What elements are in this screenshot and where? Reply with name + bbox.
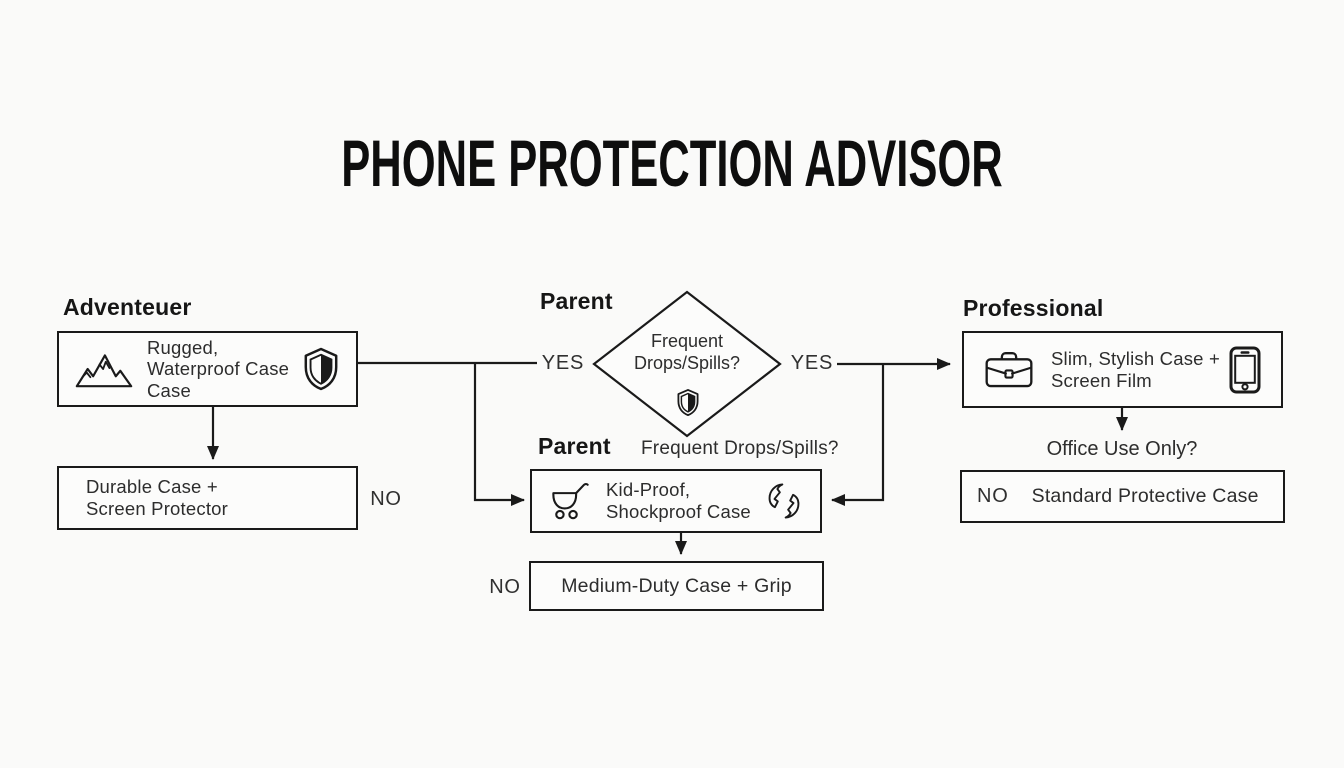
parent-case-box: Kid-Proof, Shockproof Case [530, 469, 822, 533]
professional-question: Office Use Only? [1046, 438, 1198, 460]
briefcase-icon [984, 350, 1034, 390]
yes-left-label: YES [541, 352, 585, 374]
connector-no-right-to-kidproof [831, 364, 885, 506]
connector-no-left-to-kidproof [473, 363, 525, 506]
parent-result-box: Medium-Duty Case + Grip [529, 561, 824, 611]
adventurer-result-text: Durable Case + Screen Protector [86, 476, 229, 519]
adventurer-case-text: Rugged, Waterproof Case Case [147, 336, 290, 401]
parent-no-label: NO [489, 576, 521, 598]
stroller-icon [549, 481, 591, 521]
adventurer-case-box: Rugged, Waterproof Case Case [57, 331, 358, 407]
yes-right-label: YES [790, 352, 834, 374]
shield-half-icon [676, 388, 700, 417]
mountains-icon [75, 349, 133, 389]
professional-no-label: NO [977, 485, 1009, 507]
parent-heading: Parent [540, 288, 613, 314]
adventurer-result-box: Durable Case + Screen Protector [57, 466, 358, 530]
parent-subheading: Parent [538, 433, 611, 459]
page-title: PHONE PROTECTION ADVISOR [341, 126, 1003, 200]
adventurer-heading: Adventeuer [63, 294, 192, 320]
professional-case-text: Slim, Stylish Case + Screen Film [1051, 347, 1221, 391]
parent-subquestion: Frequent Drops/Spills? [641, 438, 839, 459]
adventurer-no-label: NO [370, 488, 402, 510]
professional-case-box: Slim, Stylish Case + Screen Film [962, 331, 1283, 408]
shield-half-icon [302, 347, 340, 391]
parent-case-text: Kid-Proof, Shockproof Case [606, 479, 751, 522]
professional-heading: Professional [963, 295, 1104, 321]
decision-question: Frequent Drops/Spills? [633, 331, 741, 373]
decision-diamond [592, 290, 782, 438]
parent-result-text: Medium-Duty Case + Grip [561, 574, 792, 597]
professional-result-text: Standard Protective Case [1031, 485, 1259, 508]
professional-result-box: NO Standard Protective Case [960, 470, 1285, 523]
broken-shield-icon [765, 480, 803, 522]
smartphone-icon [1229, 346, 1261, 394]
